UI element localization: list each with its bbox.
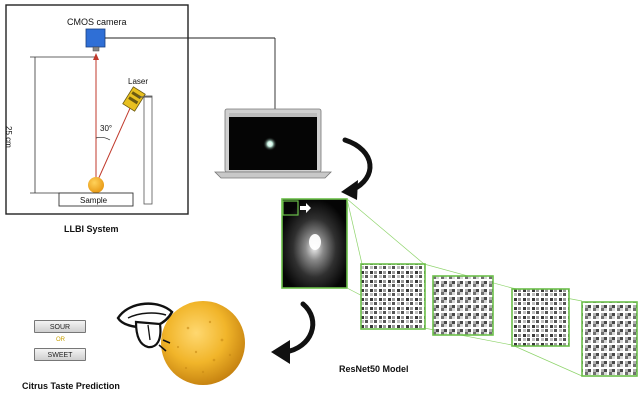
speckle-image <box>281 198 348 289</box>
llbi-caption: LLBI System <box>64 224 119 234</box>
or-label: OR <box>56 337 65 343</box>
camera-label: CMOS camera <box>67 17 127 27</box>
feature-map-4 <box>581 301 638 377</box>
camera-icon <box>85 28 106 48</box>
white-arrow-icon <box>300 203 311 213</box>
sweet-option-button[interactable]: SWEET <box>34 348 86 361</box>
prediction-caption: Citrus Taste Prediction <box>22 381 120 391</box>
curved-arrow-icon <box>341 137 373 200</box>
orange-fruit-icon <box>161 301 245 385</box>
feature-map-2 <box>432 275 494 336</box>
camera-lens <box>92 46 100 52</box>
laptop-icon <box>214 108 332 179</box>
llbi-system <box>5 4 276 215</box>
angle-label: 30° <box>100 124 113 133</box>
curved-arrow-icon <box>271 301 316 364</box>
feature-map-3 <box>511 288 570 347</box>
model-caption: ResNet50 Model <box>339 364 409 374</box>
laser-label: Laser <box>128 77 149 86</box>
sample-label: Sample <box>80 196 108 205</box>
sour-option-button[interactable]: SOUR <box>34 320 86 333</box>
laser-stand-pole <box>143 95 153 205</box>
crop-window <box>282 200 299 216</box>
sample-fruit <box>88 177 104 193</box>
incident-beam <box>96 105 132 183</box>
sample-platform <box>58 192 134 207</box>
mouth-tongue-icon <box>116 302 174 352</box>
angle-arc <box>95 136 111 141</box>
laptop-base <box>214 171 332 179</box>
distance-label: 25 cm <box>4 126 13 148</box>
laser-spot-image <box>263 137 277 151</box>
beam-arrowhead <box>93 53 99 60</box>
feature-map-1 <box>360 263 426 330</box>
